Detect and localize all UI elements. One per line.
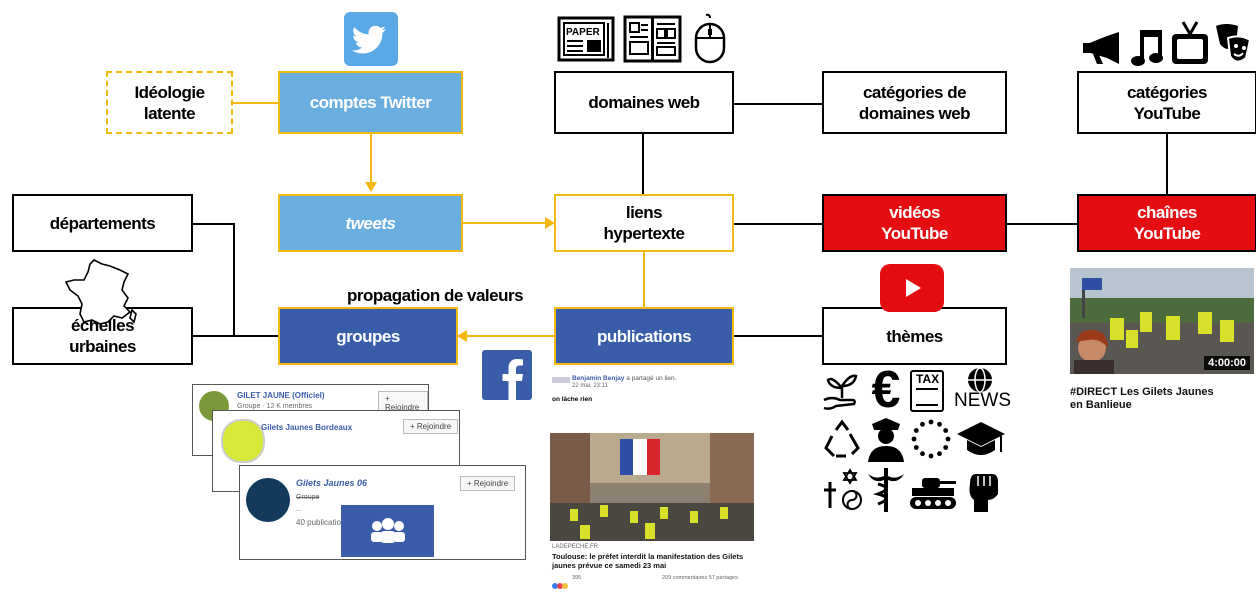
theater-masks-icon bbox=[1212, 22, 1254, 68]
connector-departements-h bbox=[192, 223, 234, 225]
fb-post-avatar bbox=[552, 377, 570, 383]
fb-join-button[interactable]: + Rejoindre bbox=[460, 476, 516, 491]
fb-group-meta: Groupe · 12 K membres bbox=[237, 403, 313, 410]
connector-categories-youtube-chaines bbox=[1166, 134, 1168, 196]
fb-post-comments[interactable]: 209 commentaires 57 partages bbox=[662, 575, 738, 581]
arrow-to-tweets bbox=[365, 182, 377, 192]
recycle-icon bbox=[822, 419, 862, 462]
tax-lines bbox=[916, 388, 938, 406]
fb-groups-icon bbox=[341, 505, 434, 557]
fb-post-text: on lâche rien bbox=[552, 396, 593, 403]
twitter-icon bbox=[344, 12, 398, 66]
news-label: NEWS bbox=[954, 390, 1011, 411]
connector-tweets-liens bbox=[463, 222, 547, 224]
node-ideologie-latente: Idéologie latente bbox=[106, 71, 233, 134]
tv-icon bbox=[1170, 20, 1210, 68]
euro-icon: € bbox=[871, 361, 901, 419]
node-domaines-web: domaines web bbox=[554, 71, 734, 134]
connector-domaines-liens bbox=[642, 134, 644, 196]
fb-post-photo[interactable] bbox=[550, 433, 754, 541]
node-departements: départements bbox=[12, 194, 193, 252]
eu-stars-icon bbox=[910, 418, 952, 460]
connector-twitter-tweets bbox=[370, 134, 372, 184]
tax-label: TAX bbox=[916, 372, 940, 386]
propagation-label: propagation de valeurs bbox=[347, 286, 524, 305]
facebook-icon bbox=[482, 350, 532, 400]
node-videos-youtube: vidéos YouTube bbox=[822, 194, 1007, 252]
youtube-video-thumbnail[interactable]: 4:00:00 bbox=[1070, 268, 1254, 374]
connector-ideologie-twitter bbox=[232, 102, 278, 104]
connector-liens-videos bbox=[733, 223, 823, 225]
france-map-icon bbox=[64, 258, 140, 328]
fb-group-extra: ... bbox=[296, 506, 302, 513]
connector-videos-chaines bbox=[1006, 223, 1078, 225]
connector-echelles-groupes bbox=[192, 335, 278, 337]
arrow-to-liens bbox=[545, 217, 555, 229]
fb-post-author: Benjamin Benjay a partagé un lien. bbox=[572, 375, 676, 382]
fb-group-name: GILET JAUNE (Officiel) bbox=[237, 391, 325, 400]
reaction-icons bbox=[552, 576, 568, 589]
connector-liens-publications bbox=[643, 252, 645, 320]
node-chaines-youtube: chaînes YouTube bbox=[1077, 194, 1256, 252]
node-tweets: tweets bbox=[278, 194, 463, 252]
tank-icon bbox=[908, 472, 958, 512]
youtube-video-title[interactable]: #DIRECT Les Gilets Jaunes en Banlieue bbox=[1070, 386, 1214, 411]
fb-post-author-action: a partagé un lien. bbox=[624, 375, 677, 382]
connector-publications-groupes bbox=[466, 335, 554, 337]
arrow-to-groupes bbox=[457, 330, 467, 342]
video-duration: 4:00:00 bbox=[1204, 356, 1250, 370]
fb-group-avatar bbox=[246, 478, 290, 522]
node-liens-hypertexte: liens hypertexte bbox=[554, 194, 734, 252]
fb-post[interactable]: Benjamin Benjay a partagé un lien. 22 ma… bbox=[550, 374, 754, 589]
religion-symbols-icon bbox=[822, 468, 864, 512]
node-categories-domaines-web: catégories de domaines web bbox=[822, 71, 1007, 134]
news-globe-icon: NEWS bbox=[950, 366, 1011, 414]
magazine-icon bbox=[623, 14, 683, 64]
raised-fist-icon bbox=[962, 466, 1002, 514]
megaphone-icon bbox=[1083, 30, 1125, 68]
paper-label: PAPER bbox=[566, 27, 600, 38]
fb-group-name: Gilets Jaunes 06 bbox=[296, 478, 368, 488]
connector-departements-v bbox=[233, 223, 235, 336]
node-groupes: groupes bbox=[278, 307, 458, 365]
music-note-icon bbox=[1130, 28, 1166, 68]
tax-icon: TAX bbox=[910, 370, 944, 412]
node-themes: thèmes bbox=[822, 307, 1007, 365]
node-publications: publications bbox=[554, 307, 734, 365]
fb-post-date: 22 mai, 23:11 bbox=[572, 383, 608, 389]
fb-post-headline[interactable]: Toulouse: le préfet interdit la manifest… bbox=[552, 552, 744, 570]
police-icon bbox=[866, 416, 906, 464]
fb-group-name: Gilets Jaunes Bordeaux bbox=[261, 423, 353, 432]
caduceus-icon bbox=[866, 466, 906, 514]
fb-post-source: LADEPECHE.FR bbox=[552, 544, 599, 550]
fb-post-reactions: 395 bbox=[572, 575, 582, 581]
fb-join-button[interactable]: + Rejoindre bbox=[403, 419, 459, 434]
connector-domaines-categories bbox=[733, 103, 823, 105]
plant-hand-icon bbox=[822, 372, 862, 412]
fb-group-pubs: 40 publication bbox=[296, 518, 346, 527]
graduation-cap-icon bbox=[955, 420, 1007, 460]
newspaper-icon: PAPER bbox=[557, 14, 617, 64]
node-categories-youtube: catégories YouTube bbox=[1077, 71, 1256, 134]
mouse-icon bbox=[690, 13, 730, 64]
youtube-icon bbox=[880, 264, 944, 312]
connector-publications-themes bbox=[733, 335, 823, 337]
fb-post-author-name[interactable]: Benjamin Benjay bbox=[572, 375, 625, 382]
node-comptes-twitter: comptes Twitter bbox=[278, 71, 463, 134]
fb-group-meta: Groupe bbox=[296, 494, 320, 501]
fb-group-avatar bbox=[221, 419, 265, 463]
